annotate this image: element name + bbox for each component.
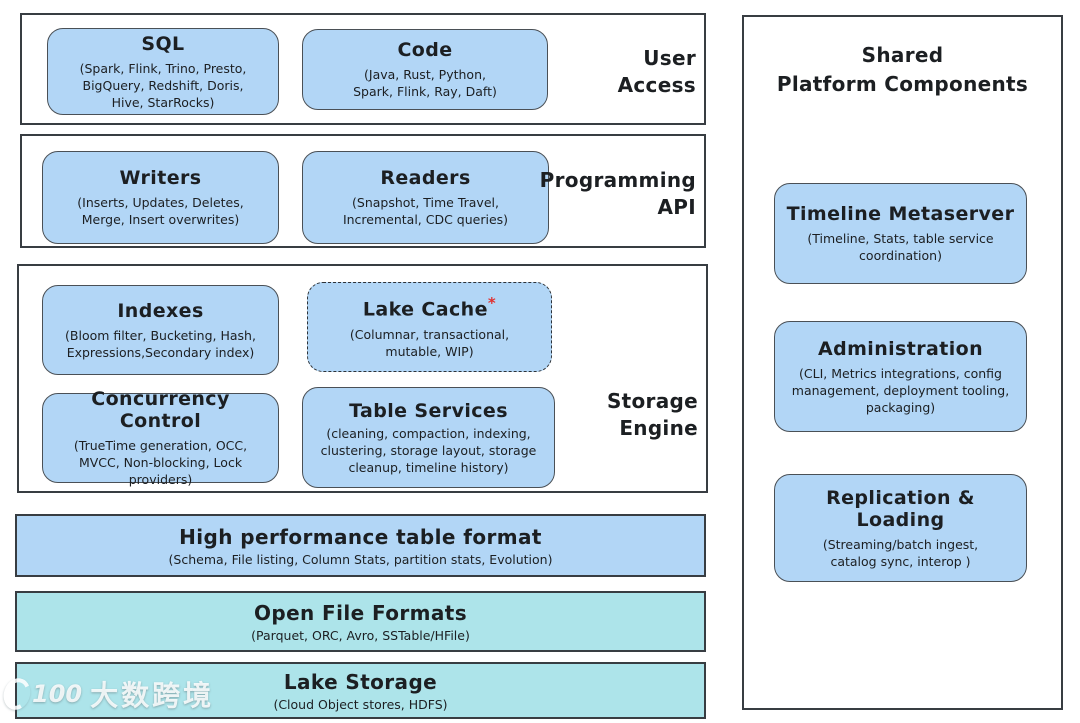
table-services-title: Table Services (349, 399, 508, 422)
lake-storage-title: Lake Storage (283, 669, 438, 694)
lake-cache-desc: (Columnar, transactional, mutable, WIP) (349, 326, 510, 359)
lake-storage-desc: (Cloud Object stores, HDFS) (273, 696, 448, 712)
readers-box: Readers (Snapshot, Time Travel, Incremen… (302, 151, 549, 244)
programming-api-label: Programming API (539, 168, 696, 219)
code-desc: (Java, Rust, Python, Spark, Flink, Ray, … (353, 67, 497, 99)
watermark-text: 大数跨境 (90, 679, 215, 712)
lake-cache-title-text: Lake Cache (362, 298, 488, 321)
open-file-formats-bar: Open File Formats (Parquet, ORC, Avro, S… (15, 591, 706, 652)
user-access-section: SQL (Spark, Flink, Trino, Presto, BigQue… (20, 13, 706, 125)
sql-box: SQL (Spark, Flink, Trino, Presto, BigQue… (47, 28, 279, 115)
watermark-logo-icon: 100 (32, 680, 83, 708)
writers-title: Writers (119, 167, 202, 189)
indexes-box: Indexes (Bloom filter, Bucketing, Hash, … (42, 285, 279, 375)
indexes-title: Indexes (117, 299, 204, 322)
concurrency-control-box: Concurrency Control (TrueTime generation… (42, 388, 279, 487)
user-access-label: User Access (617, 46, 696, 97)
shared-platform-title: Shared Platform Components (776, 43, 1029, 96)
lake-cache-title: Lake Cache* (317, 294, 542, 320)
timeline-metaserver-box: Timeline Metaserver (Timeline, Stats, ta… (774, 183, 1027, 284)
table-format-bar: High performance table format (Schema, F… (15, 514, 706, 577)
code-box: Code (Java, Rust, Python, Spark, Flink, … (302, 29, 548, 110)
sql-title: SQL (141, 32, 185, 55)
table-format-title: High performance table format (179, 524, 542, 549)
open-file-formats-desc: (Parquet, ORC, Avro, SSTable/HFile) (251, 627, 470, 643)
open-file-formats-title: Open File Formats (253, 600, 468, 625)
programming-api-section: Writers (Inserts, Updates, Deletes, Merg… (20, 134, 706, 248)
administration-box: Administration (CLI, Metrics integration… (774, 321, 1027, 432)
table-services-desc: (cleaning, compaction, indexing, cluster… (320, 425, 537, 475)
lake-cache-box: Lake Cache* (Columnar, transactional, mu… (307, 282, 552, 372)
wip-asterisk: * (487, 294, 497, 313)
readers-title: Readers (380, 167, 471, 189)
storage-engine-label: Storage Engine (606, 389, 698, 440)
storage-engine-section: Indexes (Bloom filter, Bucketing, Hash, … (17, 264, 708, 493)
administration-title: Administration (817, 337, 983, 360)
timeline-metaserver-title: Timeline Metaserver (786, 203, 1015, 225)
concurrency-control-desc: (TrueTime generation, OCC, MVCC, Non-blo… (73, 438, 248, 487)
administration-desc: (CLI, Metrics integrations, config manag… (791, 365, 1010, 415)
writers-box: Writers (Inserts, Updates, Deletes, Merg… (42, 151, 279, 244)
code-title: Code (397, 39, 453, 61)
lake-storage-bar: Lake Storage (Cloud Object stores, HDFS) (15, 662, 706, 719)
sql-desc: (Spark, Flink, Trino, Presto, BigQuery, … (79, 60, 247, 110)
timeline-metaserver-desc: (Timeline, Stats, table service coordina… (807, 231, 994, 263)
writers-desc: (Inserts, Updates, Deletes, Merge, Inser… (77, 195, 244, 227)
watermark-swoosh-icon (0, 674, 35, 714)
readers-desc: (Snapshot, Time Travel, Incremental, CDC… (342, 195, 509, 227)
concurrency-control-title: Concurrency Control (91, 388, 230, 432)
table-format-desc: (Schema, File listing, Column Stats, par… (168, 551, 553, 567)
replication-loading-box: Replication & Loading (Streaming/batch i… (774, 474, 1027, 582)
replication-loading-title: Replication & Loading (826, 486, 975, 531)
shared-platform-panel: Shared Platform Components Timeline Meta… (742, 15, 1063, 710)
table-services-box: Table Services (cleaning, compaction, in… (302, 387, 555, 488)
replication-loading-desc: (Streaming/batch ingest, catalog sync, i… (822, 536, 979, 569)
indexes-desc: (Bloom filter, Bucketing, Hash, Expressi… (65, 327, 256, 360)
watermark: 100 大数跨境 (0, 674, 215, 714)
